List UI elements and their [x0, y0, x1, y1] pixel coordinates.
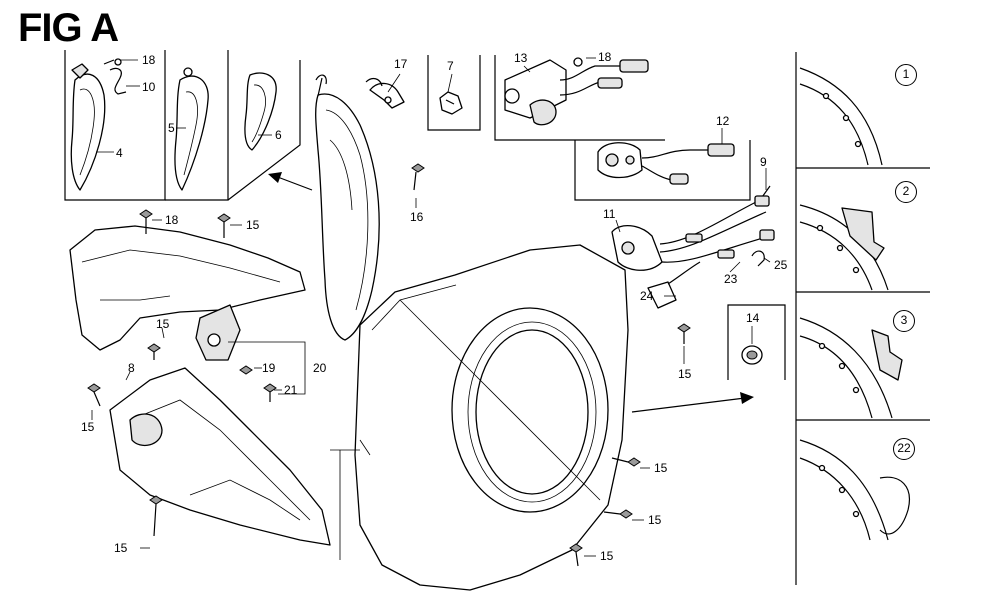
clamp-part-25 [751, 250, 765, 267]
variant-badge-2: 2 [895, 181, 917, 203]
callout-17: 17 [394, 57, 408, 71]
callout-19: 19 [262, 361, 276, 375]
callout-6: 6 [275, 128, 282, 142]
callout-12: 12 [716, 114, 730, 128]
callout-15-e: 15 [654, 461, 668, 475]
clip-part-10 [103, 58, 127, 95]
callout-15-b: 15 [156, 317, 170, 331]
bolts [87, 163, 691, 567]
callout-21: 21 [284, 383, 298, 397]
callout-14: 14 [746, 311, 760, 325]
callout-18-left: 18 [165, 213, 179, 227]
callout-20: 20 [313, 361, 327, 375]
inset-box-part-14 [727, 304, 786, 380]
callout-13: 13 [514, 51, 528, 65]
callout-25: 25 [774, 258, 788, 272]
inset-box-part-13 [494, 55, 665, 141]
callout-10: 10 [142, 80, 156, 94]
inset-box-part-7 [427, 55, 481, 131]
callout-8: 8 [128, 361, 135, 375]
callout-15-a: 15 [246, 218, 260, 232]
coil-part-12 [597, 142, 735, 185]
callout-15-h: 15 [600, 549, 614, 563]
shroud-plate-center [315, 74, 380, 341]
figure-title: FIG A [18, 6, 119, 50]
fan-shroud-main [354, 244, 629, 591]
callout-9: 9 [760, 155, 767, 169]
variant-badge-1: 1 [895, 64, 917, 86]
callout-18-top: 18 [142, 53, 156, 67]
callout-23: 23 [724, 272, 738, 286]
callout-7: 7 [447, 59, 454, 73]
variant-panels [795, 52, 930, 585]
wiring-harness-part-9 [611, 185, 775, 271]
callout-15-g: 15 [114, 541, 128, 555]
ignition-coil-part-13 [504, 57, 649, 126]
clip-part-7 [439, 91, 463, 115]
callout-15-f: 15 [648, 513, 662, 527]
grommet-part-14 [741, 345, 763, 365]
connector-part-24 [647, 261, 701, 309]
direction-arrows [268, 172, 754, 560]
callout-5: 5 [168, 121, 175, 135]
callout-16: 16 [410, 210, 424, 224]
variant-badge-3: 3 [893, 310, 915, 332]
guide-plate-part-6 [244, 72, 277, 151]
callout-15-d: 15 [81, 420, 95, 434]
callout-18-coil: 18 [598, 50, 612, 64]
air-guide-upper-left [69, 225, 306, 361]
callout-4: 4 [116, 146, 123, 160]
callout-24: 24 [640, 289, 654, 303]
inset-box-part-12 [574, 140, 751, 201]
guide-plate-part-5 [174, 67, 209, 191]
guide-plate-part-4 [70, 63, 106, 191]
callout-11: 11 [603, 207, 616, 221]
variant-badge-22: 22 [893, 438, 915, 460]
inset-boxes [64, 50, 301, 201]
callout-15-c: 15 [678, 367, 692, 381]
clip-part-17 [365, 77, 405, 109]
leader-lines [91, 57, 771, 557]
